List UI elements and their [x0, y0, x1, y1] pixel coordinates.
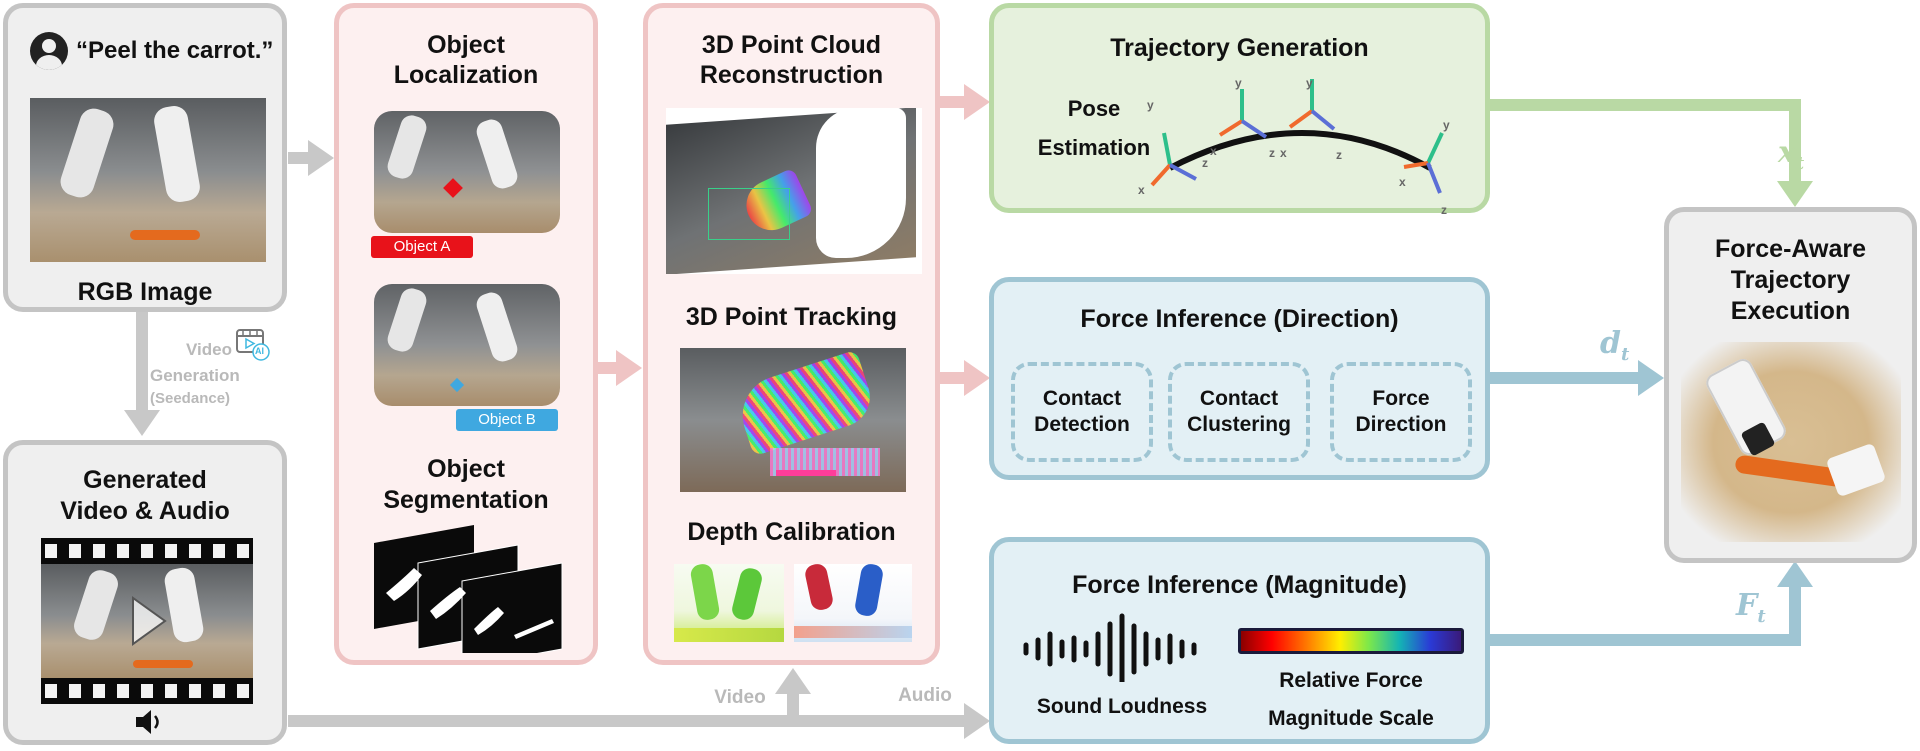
trajectory-box: Trajectory Generation Pose Estimation [989, 3, 1490, 217]
video-generation-model: (Seedance) [150, 390, 231, 407]
point-to-trajectory-arrow [940, 96, 966, 108]
prompt-text: “Peel the carrot.” [76, 37, 274, 64]
user-icon [30, 32, 68, 70]
tracking-title: 3D Point Tracking [685, 303, 898, 331]
rgb-image [30, 98, 266, 262]
video-generation-label-1: Video [186, 340, 232, 359]
generated-video-box: Generated Video & Audio [3, 440, 287, 745]
point-panel: 3D Point Cloud Reconstruction 3D Point T… [643, 3, 940, 665]
pose-trajectory-icon [1150, 79, 1444, 194]
input-to-object-arrow [288, 152, 310, 164]
video-arrow-label: Video [714, 687, 766, 708]
point-to-direction-arrow [940, 372, 966, 384]
depth-image-2 [794, 564, 912, 642]
ft-label: Ft [1736, 588, 1766, 627]
video-generation-arrow [136, 312, 148, 412]
localization-title-2: Localization [393, 61, 539, 89]
film-strip-icon [41, 538, 253, 704]
point-tracking-image [680, 348, 906, 492]
execution-box: Force-Aware Trajectory Execution [1664, 207, 1917, 563]
point-cloud-image [666, 108, 922, 274]
audio-arrow [288, 715, 966, 727]
dt-label: dt [1600, 326, 1630, 365]
force-direction-title: Force Inference (Direction) [1080, 305, 1399, 333]
object-b-tag: Object B [456, 409, 558, 431]
scale-label-2: Magnitude Scale [1268, 707, 1434, 730]
force-color-scale [1238, 628, 1464, 654]
object-b-marker [449, 377, 465, 393]
pose-label-1: Pose [1067, 96, 1121, 121]
generated-title-2: Video & Audio [60, 497, 230, 525]
scale-label-1: Relative Force [1279, 669, 1423, 692]
sound-loudness-label: Sound Loudness [1036, 695, 1208, 718]
object-a-tag: Object A [371, 236, 473, 258]
localization-title-1: Object [427, 31, 505, 59]
execution-image [1681, 342, 1901, 542]
play-icon [132, 596, 167, 646]
speaker-icon [136, 710, 159, 734]
localization-image-b [374, 284, 560, 406]
generated-title-1: Generated [83, 466, 207, 494]
reconstruction-title-1: 3D Point Cloud [701, 31, 882, 59]
input-box: “Peel the carrot.” RGB Image [3, 3, 287, 312]
object-panel: Object Localization Object A Object B Ob… [334, 3, 598, 665]
execution-title-2: Trajectory [1730, 266, 1851, 294]
sound-wave-icon [1023, 613, 1197, 682]
object-to-point-arrow [598, 362, 618, 374]
execution-title-1: Force-Aware [1715, 235, 1866, 263]
pose-label-2: Estimation [1037, 135, 1151, 160]
segmentation-title-2: Segmentation [383, 486, 549, 514]
depth-image-1 [674, 564, 784, 642]
segmentation-title-1: Object [427, 455, 505, 483]
dt-arrow [1490, 372, 1640, 384]
xt-arrow [1490, 99, 1801, 183]
trajectory-title: Trajectory Generation [1110, 34, 1369, 62]
xt-label: xt [1778, 135, 1805, 174]
video-ai-icon: AI [236, 328, 270, 361]
execution-title-3: Execution [1730, 297, 1851, 325]
force-magnitude-box: Force Inference (Magnitude) Sound Lou [989, 537, 1490, 744]
video-generation-label-2: Generation [150, 366, 240, 385]
force-magnitude-title: Force Inference (Magnitude) [1072, 571, 1407, 599]
audio-arrow-label: Audio [898, 685, 952, 706]
ft-arrow [1490, 585, 1801, 646]
reconstruction-title-2: Reconstruction [699, 61, 884, 89]
calibration-title: Depth Calibration [687, 518, 896, 546]
segmentation-masks [374, 525, 563, 653]
video-arrow [787, 692, 799, 724]
object-a-marker [443, 178, 463, 198]
rgb-image-label: RGB Image [77, 278, 213, 306]
localization-image-a [374, 111, 560, 233]
